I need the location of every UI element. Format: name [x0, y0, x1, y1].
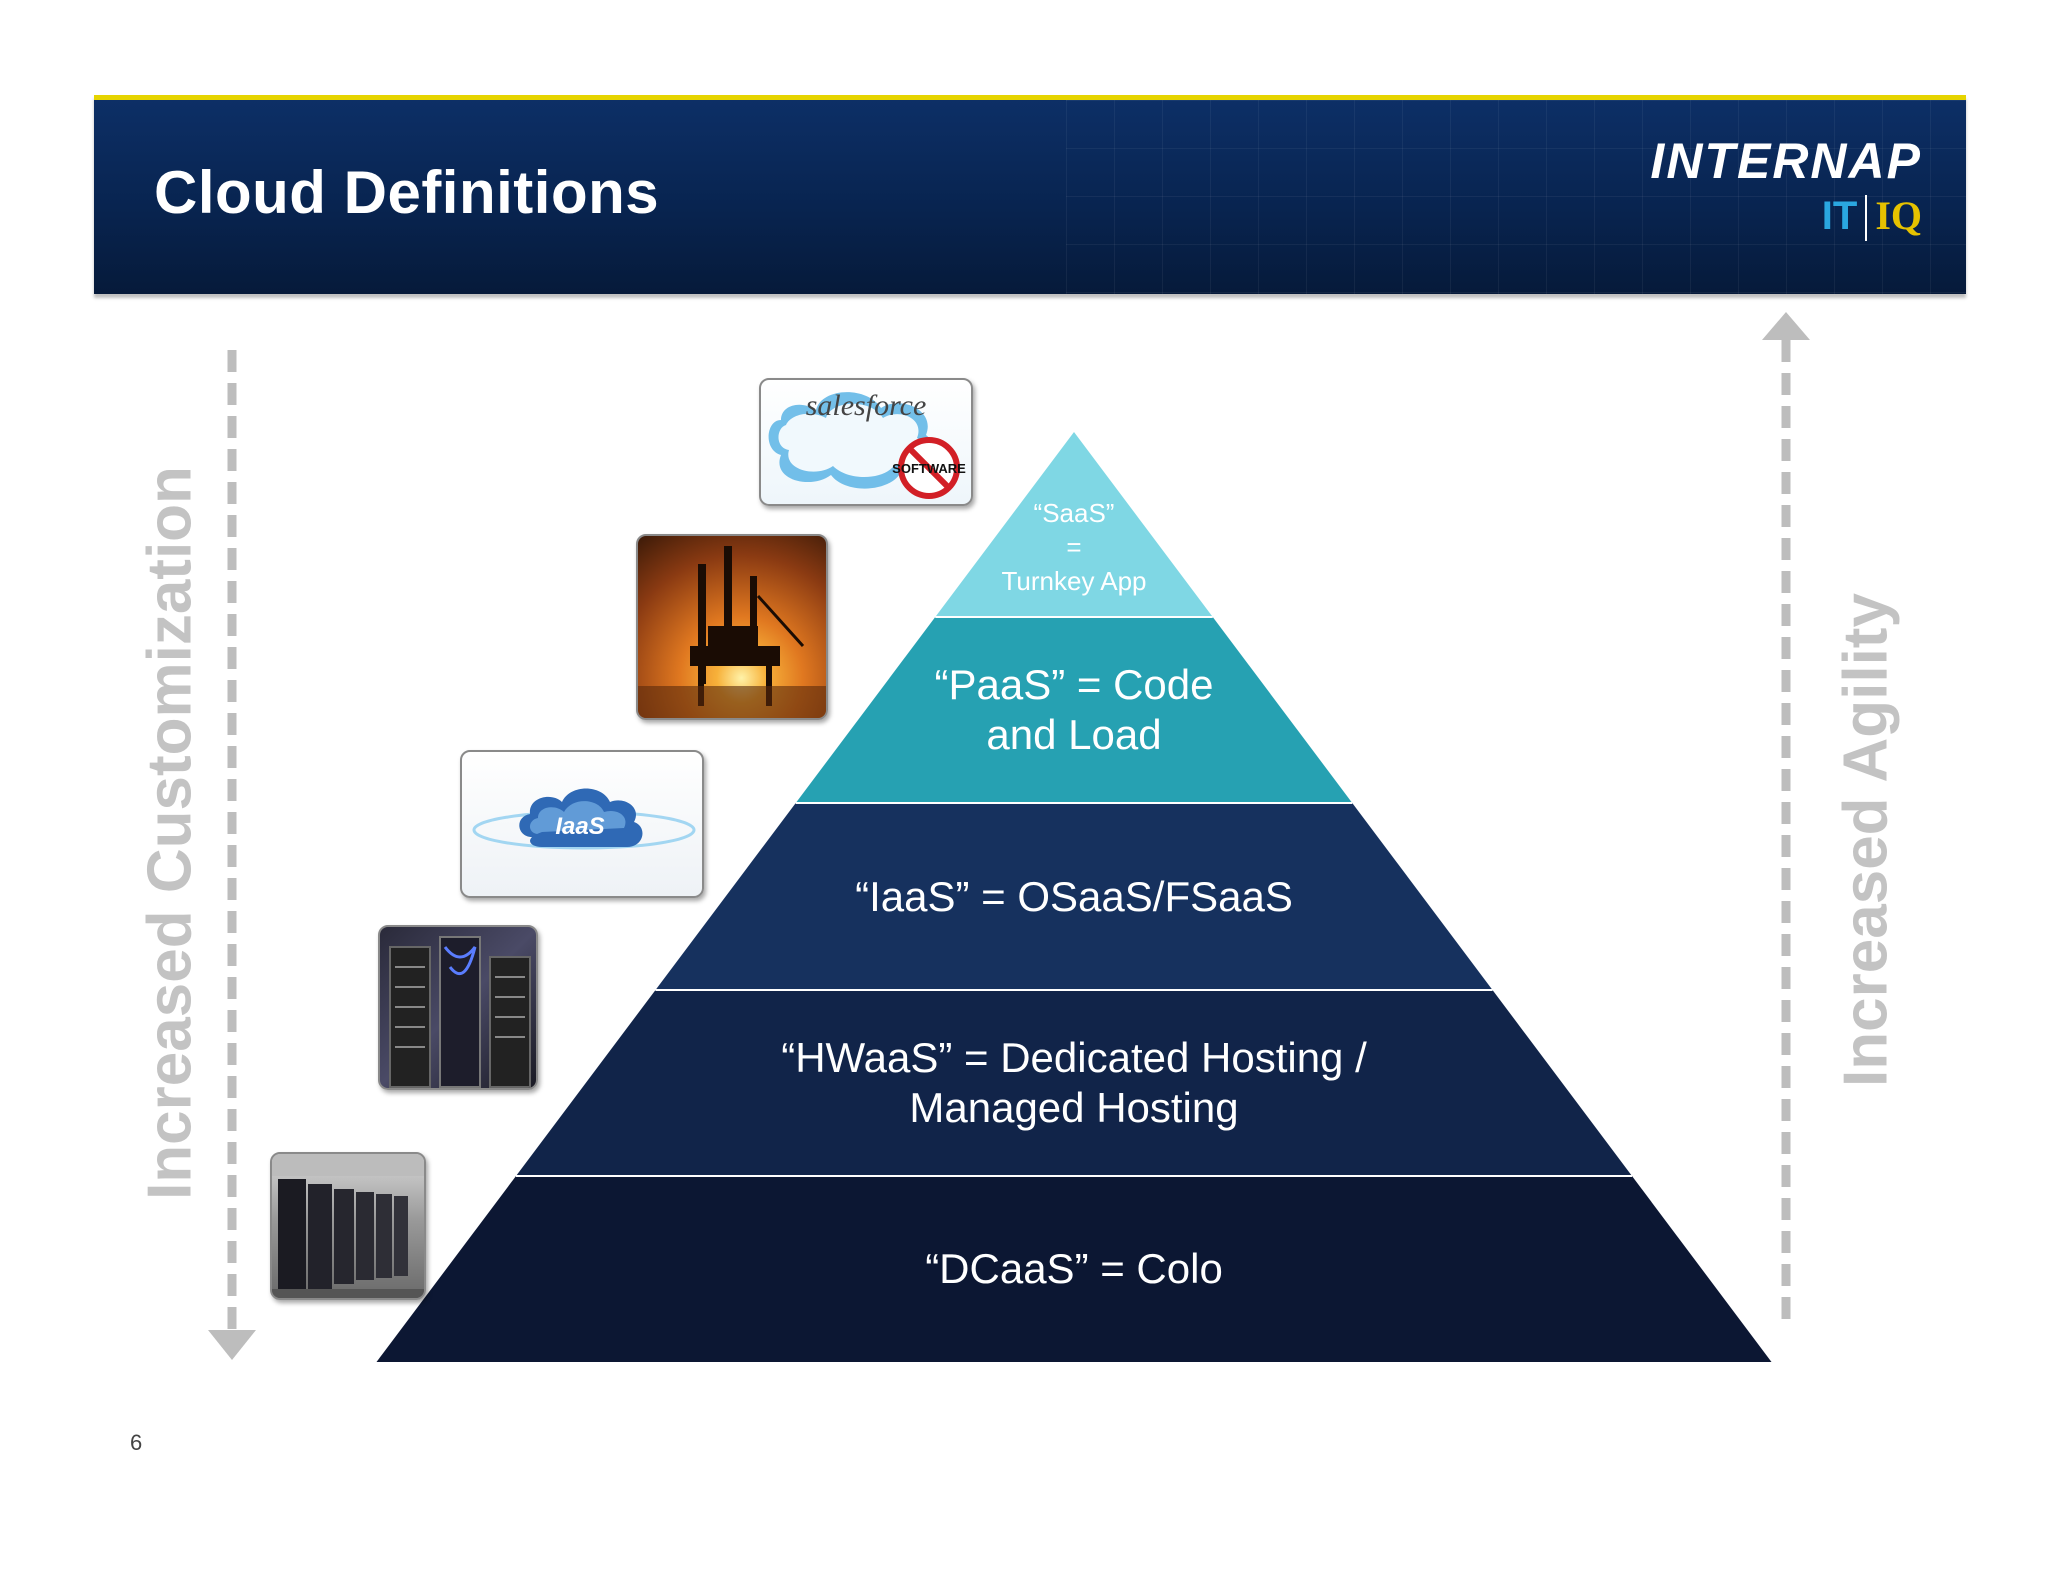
slide-title: Cloud Definitions [154, 159, 660, 226]
page-number: 6 [130, 1430, 143, 1455]
no-software-slash [906, 445, 952, 491]
right-arrow-head [1762, 312, 1810, 340]
pyramid-layer-label-line: Managed Hosting [909, 1084, 1239, 1131]
header-grid-pattern [1066, 100, 1966, 294]
iaas-thumbnail: IaaS [460, 750, 704, 898]
pyramid-layer-label-5: “DCaaS” = Colo [925, 1244, 1223, 1294]
paas-thumbnail-oil-rig [636, 534, 828, 720]
brand-subtitle: IT IQ [1650, 192, 1922, 242]
oil-rig-silhouette-icon [638, 546, 826, 718]
left-arrow-head [208, 1330, 256, 1360]
server-rack-icon [389, 936, 531, 1088]
pyramid-layer-label-line: “DCaaS” = Colo [925, 1245, 1223, 1292]
pyramid-layer-4 [516, 990, 1632, 1176]
software-stamp-text: SOFTWARE [892, 461, 966, 476]
brand-logo: INTERNAP IT IQ [1650, 132, 1922, 242]
dcaas-thumbnail-datacenter [270, 1152, 426, 1300]
iaas-cloud-icon: IaaS [472, 788, 696, 850]
pyramid-layer-2 [795, 617, 1353, 803]
brand-it: IT [1821, 194, 1858, 238]
brand-name: INTERNAP [1650, 133, 1922, 189]
pyramid-layer-3 [655, 803, 1493, 990]
brand-separator [1865, 195, 1868, 242]
pyramid-layer-1 [935, 432, 1213, 617]
pyramid-layer-label-line: Turnkey App [1001, 565, 1147, 596]
pyramid-layer-label-line: “PaaS” = Code [934, 661, 1214, 708]
salesforce-logo-text: salesforce [806, 389, 927, 422]
salesforce-cloud-icon: salesforce SOFTWARE [768, 389, 966, 499]
pyramid-layer-label-line: = [1066, 531, 1082, 562]
pyramid-layers [376, 432, 1772, 1362]
pyramid-layer-label-4: “HWaaS” = Dedicated Hosting /Managed Hos… [781, 1033, 1367, 1133]
brand-iq: IQ [1875, 193, 1922, 238]
pyramid-layer-label-line: “HWaaS” = Dedicated Hosting / [781, 1034, 1367, 1081]
pyramid-layer-label-line: and Load [986, 711, 1162, 758]
datacenter-aisle-icon [272, 1154, 424, 1298]
saas-thumbnail: salesforce SOFTWARE [759, 378, 973, 506]
hwaas-thumbnail-server-racks [378, 925, 538, 1090]
header-banner: Cloud Definitions INTERNAP IT IQ [94, 95, 1966, 294]
pyramid-layer-label-3: “IaaS” = OSaaS/FSaaS [855, 872, 1293, 922]
pyramid-layer-label-line: “IaaS” = OSaaS/FSaaS [855, 872, 1293, 920]
iaas-logo-text: IaaS [555, 813, 604, 840]
pyramid-layer-label-1: “SaaS”=Turnkey App [1001, 496, 1146, 598]
pyramid-layer-5 [376, 1176, 1772, 1362]
pyramid-layer-label-line: “SaaS” [1033, 497, 1115, 528]
